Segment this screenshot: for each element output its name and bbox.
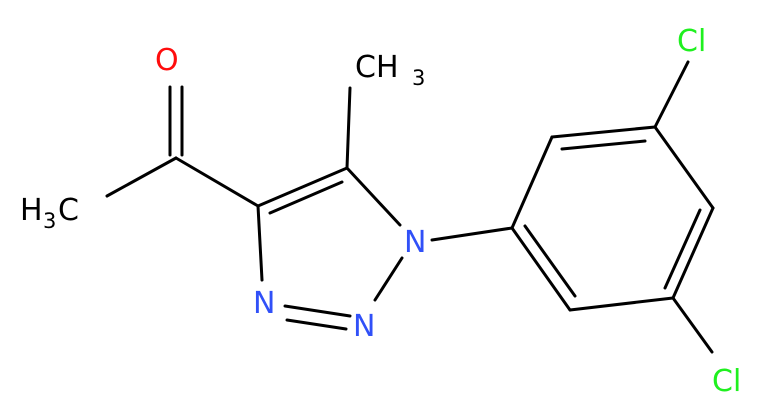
bond-c4-c5-2 [268, 180, 344, 215]
bond-c4-n3 [256, 204, 264, 282]
bond-benzene-2-inner [560, 139, 647, 151]
ring-methyl-label: CH 3 [355, 50, 425, 90]
bonds [105, 60, 715, 354]
n2-label: N [353, 309, 375, 344]
bond-benzene-6 [510, 226, 572, 312]
ring-methyl-sub: 3 [412, 66, 425, 90]
bond-benzene-4 [671, 206, 715, 300]
bond-benzene-4-inner [663, 208, 702, 290]
bond-benzene-3 [653, 125, 715, 210]
bond-benzene-5 [568, 296, 675, 312]
cl-top-label: Cl [677, 24, 706, 59]
bond-c5-n1 [345, 166, 402, 227]
bond-n1-aryl [430, 226, 514, 242]
acetyl-methyl-label: H 3 C [20, 193, 79, 233]
bond-n3-n2-1 [283, 304, 352, 318]
bond-n2-n1 [373, 256, 404, 302]
acetyl-methyl-c: C [58, 193, 79, 228]
bond-cl-bottom [671, 296, 714, 354]
bond-c4-c5-1 [256, 166, 349, 208]
bond-acetyl-methyl [105, 156, 178, 198]
bond-benzene-1 [510, 135, 554, 230]
ring-methyl-ch: CH [355, 50, 399, 85]
bond-cl-top [653, 60, 690, 129]
acetyl-methyl-h: H [20, 193, 43, 228]
n1-label: N [404, 225, 426, 260]
bond-n3-n2-2 [285, 318, 348, 331]
bond-ring-methyl [345, 86, 352, 170]
oxygen-label: O [155, 43, 179, 78]
n3-label: N [253, 286, 275, 321]
bond-benzene-6-inner [523, 224, 577, 298]
bond-benzene-2 [550, 125, 657, 139]
cl-bottom-label: Cl [712, 364, 741, 399]
acetyl-methyl-sub: 3 [43, 209, 56, 233]
bond-acetyl-ring [174, 156, 260, 208]
